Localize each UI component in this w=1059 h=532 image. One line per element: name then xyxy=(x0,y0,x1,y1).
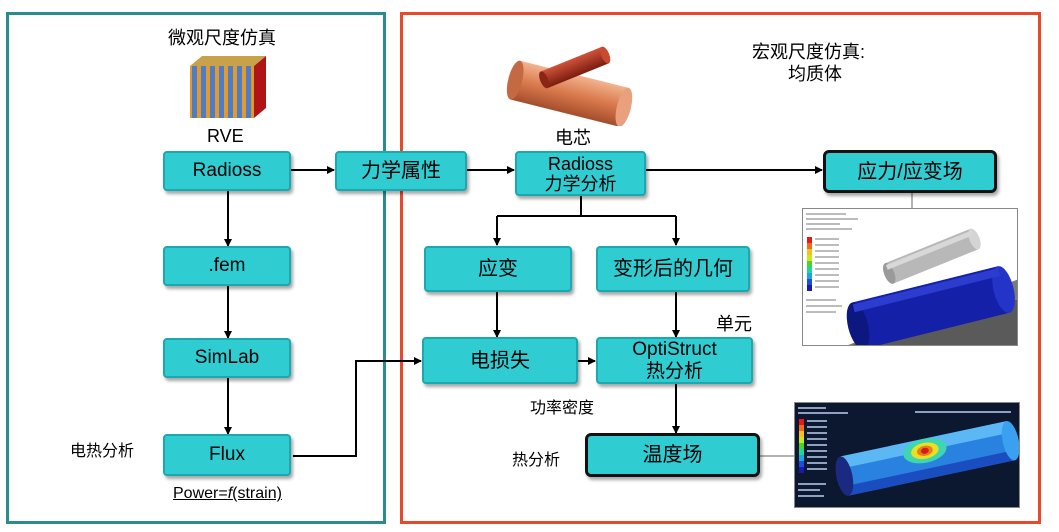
micro-scale-title: 微观尺度仿真 xyxy=(168,28,276,48)
arrow-flux-to-electrical-loss xyxy=(293,357,422,457)
thermal-analysis-label: 热分析 xyxy=(512,452,561,469)
arrow-analysis-split xyxy=(497,194,676,217)
strain-node: 应变 xyxy=(424,246,572,292)
radioss-analysis-line1: Radioss xyxy=(547,153,614,174)
rve-label: RVE xyxy=(207,126,244,146)
formula-function: f xyxy=(227,485,233,502)
temperature-contour-render xyxy=(795,403,1019,507)
temperature-contour-plot-image xyxy=(794,402,1020,508)
optistruct-line2: 热分析 xyxy=(645,360,703,382)
micro-scale-frame xyxy=(6,12,386,524)
fem-node: .fem xyxy=(163,246,291,286)
formula-suffix: (strain) xyxy=(232,485,282,502)
deformed-geometry-node: 变形后的几何 xyxy=(596,246,750,292)
simlab-node: SimLab xyxy=(163,338,291,378)
radioss-analysis-line2: 力学分析 xyxy=(544,173,617,194)
radioss-mechanical-analysis-node: Radioss 力学分析 xyxy=(515,151,646,196)
formula-prefix: Power= xyxy=(173,485,228,502)
optistruct-line1: OptiStruct xyxy=(632,338,717,360)
macro-scale-frame xyxy=(400,12,1041,524)
optistruct-thermal-node: OptiStruct 热分析 xyxy=(596,337,753,384)
battery-cell-image xyxy=(506,46,633,126)
stress-contour-plot-image xyxy=(802,208,1018,346)
stress-contour-render xyxy=(803,209,1017,345)
macro-scale-title-line2: 均质体 xyxy=(788,64,842,84)
electrothermal-label: 电热分析 xyxy=(70,443,135,460)
battery-cell-label: 电芯 xyxy=(555,128,591,148)
legend-color-bar-thermal xyxy=(799,419,804,473)
stress-strain-field-node: 应力/应变场 xyxy=(823,150,997,193)
temperature-field-node: 温度场 xyxy=(585,433,760,477)
rve-cube-image xyxy=(190,56,266,118)
power-formula: Power=f(strain) xyxy=(173,485,282,503)
mechanical-properties-node: 力学属性 xyxy=(335,151,467,191)
electrical-loss-node: 电损失 xyxy=(422,337,578,384)
macro-scale-title-line1: 宏观尺度仿真: xyxy=(752,42,866,62)
flux-node: Flux xyxy=(163,434,291,476)
power-density-label: 功率密度 xyxy=(530,400,595,417)
radioss-node: Radioss xyxy=(163,151,291,191)
legend-color-bar xyxy=(807,237,812,291)
element-label: 单元 xyxy=(716,314,752,334)
